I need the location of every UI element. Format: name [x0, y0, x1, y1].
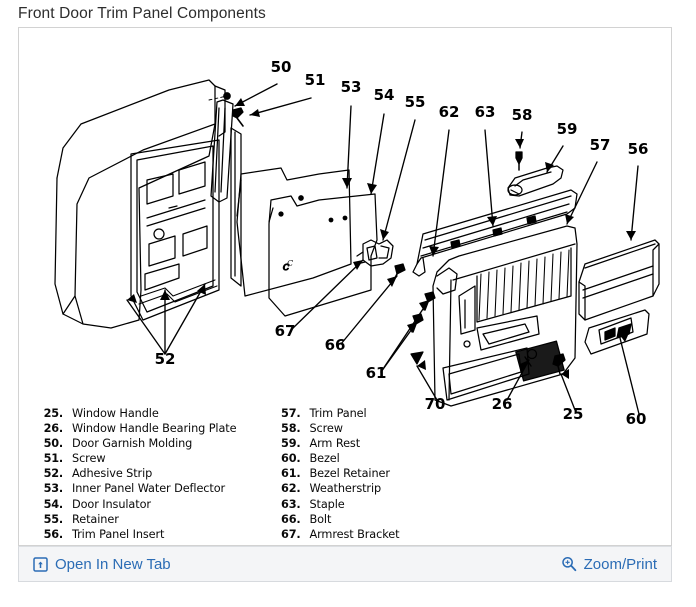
- legend-item: 25. Window Handle: [37, 406, 236, 421]
- callout-number-53: 53: [341, 78, 362, 96]
- legend-item: 58. Screw: [274, 421, 399, 436]
- callout-number-26: 26: [492, 395, 513, 413]
- legend-number: 58.: [281, 422, 301, 436]
- legend-column-left: 25. Window Handle 26. Window Handle Bear…: [37, 406, 237, 542]
- callout-number-67: 67: [275, 322, 296, 340]
- legend-label: Bezel: [309, 452, 340, 466]
- legend-item: 59. Arm Rest: [274, 436, 399, 451]
- page-title: Front Door Trim Panel Components: [18, 5, 266, 22]
- legend-number: 26.: [43, 422, 64, 436]
- legend-label: Screw: [72, 452, 106, 466]
- legend-label: Weatherstrip: [309, 482, 382, 496]
- callout-number-group: 50 51 53 54 55 62 63 58 59 57 56 52 67 66 61 70 26 25 60: [155, 58, 649, 428]
- legend-item: 62. Weatherstrip: [274, 481, 399, 496]
- zoom-print-label: Zoom/Print: [583, 555, 657, 573]
- callout-number-56: 56: [628, 140, 649, 158]
- legend-number: 66.: [281, 512, 301, 526]
- legend-number: 67.: [281, 527, 301, 541]
- legend-number: 53.: [43, 482, 64, 496]
- legend-number: 59.: [281, 437, 301, 451]
- legend-number: 62.: [281, 482, 301, 496]
- external-link-icon: [33, 556, 48, 572]
- legend-label: Staple: [309, 497, 345, 511]
- legend-column-right: 57. Trim Panel 58. Screw 59. Arm Rest 60…: [274, 406, 400, 542]
- callout-number-51: 51: [305, 71, 326, 89]
- legend-item: 57. Trim Panel: [274, 406, 399, 421]
- legend-item: 60. Bezel: [274, 451, 399, 466]
- legend-label: Door Garnish Molding: [72, 437, 193, 451]
- legend-label: Bezel Retainer: [309, 467, 390, 481]
- legend-number: 50.: [43, 437, 64, 451]
- legend-label: Inner Panel Water Deflector: [72, 482, 226, 496]
- legend-label: Trim Panel Insert: [72, 527, 165, 541]
- part-mark-C: C: [287, 259, 293, 268]
- magnifier-plus-icon: [561, 556, 577, 572]
- callout-number-60: 60: [626, 410, 647, 428]
- callout-number-54: 54: [374, 86, 395, 104]
- callout-number-55: 55: [405, 93, 426, 111]
- legend-number: 56.: [43, 527, 64, 541]
- callout-number-70: 70: [425, 395, 446, 413]
- callout-number-66: 66: [325, 336, 346, 354]
- callout-number-50: 50: [271, 58, 292, 76]
- legend-item: 54. Door Insulator: [37, 497, 236, 512]
- legend-number: 54.: [43, 497, 64, 511]
- legend-label: Retainer: [72, 512, 119, 526]
- legend-item: 26. Window Handle Bearing Plate: [37, 421, 237, 436]
- legend-number: 51.: [43, 452, 64, 466]
- legend-item: 52. Adhesive Strip: [37, 466, 236, 481]
- legend-label: Window Handle Bearing Plate: [72, 422, 237, 436]
- legend-label: Bolt: [309, 512, 332, 526]
- callout-number-63: 63: [475, 103, 496, 121]
- legend-label: Screw: [309, 422, 343, 436]
- zoom-print-button[interactable]: Zoom/Print: [561, 556, 657, 573]
- legend-number: 52.: [43, 467, 64, 481]
- legend-item: 61. Bezel Retainer: [274, 466, 399, 481]
- parts-legend: 25. Window Handle 26. Window Handle Bear…: [37, 406, 657, 542]
- legend-item: 51. Screw: [37, 451, 236, 466]
- legend-item: 50. Door Garnish Molding: [37, 436, 236, 451]
- legend-label: Arm Rest: [309, 437, 361, 451]
- part-mark-group: C: [287, 259, 293, 268]
- figure-action-bar: Open In New Tab Zoom/Print: [18, 546, 672, 582]
- legend-number: 63.: [281, 497, 301, 511]
- callout-number-52: 52: [155, 350, 176, 368]
- callout-number-25: 25: [563, 405, 584, 423]
- callout-number-57: 57: [590, 136, 611, 154]
- legend-label: Window Handle: [72, 407, 159, 420]
- legend-item: 53. Inner Panel Water Deflector: [37, 481, 236, 496]
- svg-text:C: C: [283, 263, 289, 272]
- legend-item: 66. Bolt: [274, 512, 399, 527]
- exploded-parts-diagram: C: [19, 28, 671, 545]
- open-in-new-tab-label: Open In New Tab: [55, 555, 171, 573]
- legend-item: 63. Staple: [274, 497, 399, 512]
- legend-number: 61.: [281, 467, 301, 481]
- figure-frame: C: [18, 27, 672, 546]
- legend-label: Armrest Bracket: [309, 527, 400, 541]
- legend-number: 57.: [281, 407, 301, 420]
- legend-item: 56. Trim Panel Insert: [37, 527, 236, 542]
- legend-number: 55.: [43, 512, 64, 526]
- callout-number-59: 59: [557, 120, 578, 138]
- legend-label: Adhesive Strip: [72, 467, 153, 481]
- legend-item: 55. Retainer: [37, 512, 236, 527]
- open-in-new-tab-button[interactable]: Open In New Tab: [33, 556, 171, 573]
- legend-item: 67. Armrest Bracket: [274, 527, 400, 542]
- legend-label: Trim Panel: [309, 407, 367, 420]
- legend-number: 25.: [43, 407, 64, 420]
- legend-label: Door Insulator: [72, 497, 151, 511]
- callout-number-62: 62: [439, 103, 460, 121]
- callout-number-61: 61: [366, 364, 387, 382]
- legend-number: 60.: [281, 452, 301, 466]
- callout-number-58: 58: [512, 106, 533, 124]
